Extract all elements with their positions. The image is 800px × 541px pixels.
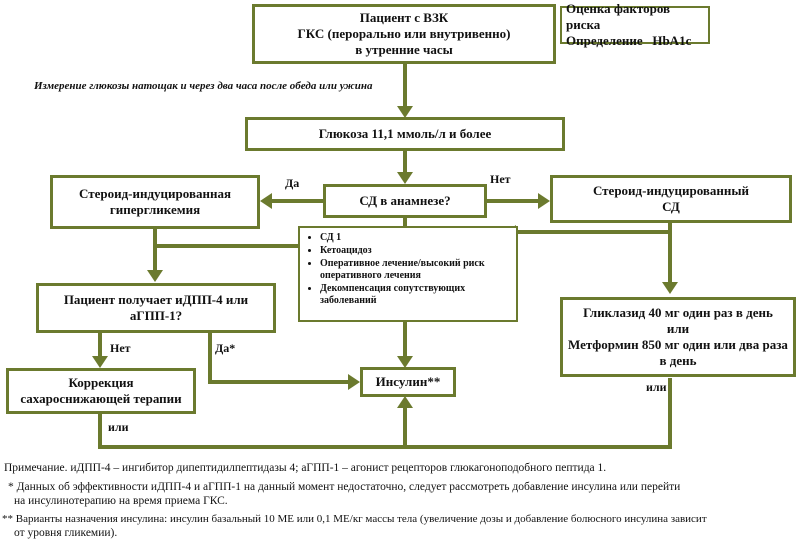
arrowhead-insulin-left	[348, 374, 360, 390]
correction-box: Коррекция сахароснижающей терапии	[6, 368, 196, 414]
glucose-label: Глюкоза 11,1 ммоль/л и более	[318, 126, 492, 141]
measurement-note: Измерение глюкозы натощак и через два ча…	[34, 80, 373, 92]
risk-box: Оценка факторов риска Определение HbA1c	[560, 1, 710, 48]
patient-line-2: ГКС (перорально или внутривенно)	[297, 26, 511, 41]
arrowhead-history	[397, 172, 413, 184]
arrowhead-insulin-top	[397, 356, 413, 368]
or-label-right: или	[646, 380, 667, 394]
arrowhead-glucose	[397, 106, 413, 118]
arrowhead-hyperglycemia	[260, 193, 272, 209]
sd-box: Стероид-индуцированный СД	[550, 175, 792, 223]
insulin-label: Инсулин**	[375, 374, 441, 389]
loop-bottom	[98, 378, 672, 449]
history-label: СД в анамнезе?	[359, 193, 451, 208]
gliclazide-box: Гликлазид 40 мг один раз в день или Метф…	[560, 297, 796, 377]
sd-line-2: СД	[662, 199, 680, 214]
arrow-dpp-to-insulin	[208, 332, 350, 384]
note-star-2: на инсулинотерапию на время приема ГКС.	[14, 495, 228, 507]
arrowhead-gliclazide	[662, 282, 678, 294]
dpp-line-2: аГПП-1?	[129, 308, 183, 323]
insulin-box: Инсулин**	[360, 367, 456, 397]
patient-box: Пациент с ВЗК ГКС (перорально или внутри…	[252, 4, 556, 64]
patient-line-3: в утренние часы	[355, 42, 453, 57]
arrowhead-dpp	[147, 270, 163, 282]
note-dstar-2: от уровня гликемии).	[14, 527, 118, 539]
risk-line-1: Оценка факторов риска	[566, 1, 671, 32]
note-dstar-1: ** Варианты назначения инсулина: инсулин…	[2, 513, 707, 525]
gliclazide-line-2: или	[666, 321, 690, 336]
note-star-1: * Данных об эффективности иДПП-4 и аГПП-…	[8, 481, 681, 493]
dpp-line-1: Пациент получает иДПП-4 или	[63, 292, 249, 307]
criteria-box: СД 1 Кетоацидоз Оперативное лечение/высо…	[298, 226, 518, 322]
criteria-item: СД 1	[320, 232, 510, 244]
dpp-box: Пациент получает иДПП-4 или аГПП-1?	[36, 283, 276, 333]
hyperglycemia-line-2: гипергликемия	[109, 202, 201, 217]
hyperglycemia-box: Стероид-индуцированная гипергликемия	[50, 175, 260, 229]
history-box: СД в анамнезе?	[323, 184, 487, 218]
correction-line-2: сахароснижающей терапии	[20, 391, 182, 406]
patient-line-1: Пациент с ВЗК	[359, 10, 449, 25]
criteria-item: Декомпенсация сопутствующих заболеваний	[320, 283, 510, 307]
criteria-item: Кетоацидоз	[320, 245, 510, 257]
criteria-list: СД 1 Кетоацидоз Оперативное лечение/высо…	[308, 232, 510, 307]
arrowhead-sd	[538, 193, 550, 209]
gliclazide-line-4: в день	[659, 353, 697, 368]
glucose-box: Глюкоза 11,1 ммоль/л и более	[245, 117, 565, 151]
no-label: Нет	[490, 172, 511, 186]
yes-star-label: Да*	[215, 341, 236, 355]
criteria-item: Оперативное лечение/высокий риск операти…	[320, 258, 510, 282]
yes-label: Да	[285, 176, 300, 190]
arrowhead-correction	[92, 356, 108, 368]
no-label-2: Нет	[110, 341, 131, 355]
or-label-left: или	[108, 420, 129, 434]
correction-line-1: Коррекция	[68, 375, 134, 390]
gliclazide-line-3: Метформин 850 мг один или два раза	[568, 337, 788, 352]
arrowhead-insulin-bottom	[397, 396, 413, 408]
note-primary: Примечание. иДПП-4 – ингибитор дипептиди…	[4, 462, 607, 474]
risk-line-2: Определение HbA1c	[566, 33, 692, 48]
sd-line-1: Стероид-индуцированный	[592, 183, 750, 198]
gliclazide-line-1: Гликлазид 40 мг один раз в день	[583, 305, 773, 320]
hyperglycemia-line-1: Стероид-индуцированная	[79, 186, 231, 201]
